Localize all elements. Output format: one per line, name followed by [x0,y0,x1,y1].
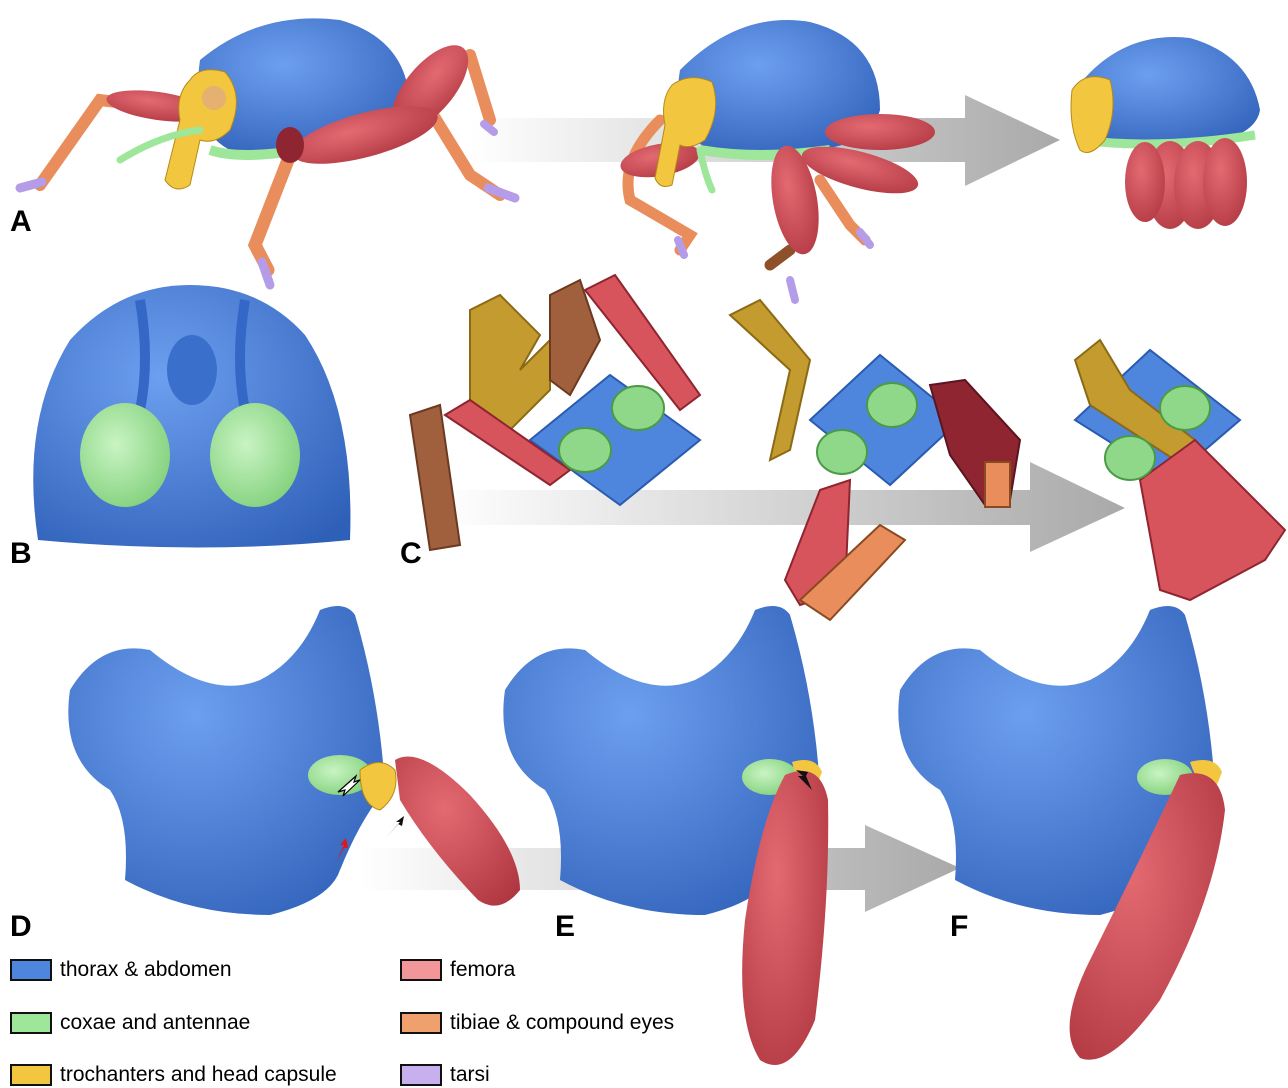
weevil-extended [20,18,515,285]
legend-swatch [10,959,52,981]
panel-label-b: B [10,537,32,571]
block-model-fully-folded [1075,340,1285,600]
legend-label: femora [450,958,515,982]
thorax-leg-extended [68,606,520,915]
legend-label: tarsi [450,1063,490,1087]
legend-label: coxae and antennae [60,1011,250,1035]
legend-item-tibiae-eyes: tibiae & compound eyes [400,1010,674,1036]
legend-item-coxae-antennae: coxae and antennae [10,1010,250,1036]
legend-item-thorax-abdomen: thorax & abdomen [10,957,232,983]
legend-swatch [400,1064,442,1086]
weevil-fully-folded [1071,37,1260,229]
legend-label: trochanters and head capsule [60,1063,337,1087]
panel-label-c: C [400,537,422,571]
legend-swatch [400,959,442,981]
legend-label: tibiae & compound eyes [450,1011,674,1035]
block-model-partially-folded [730,300,1020,620]
thorax-leg-folded [898,606,1225,1060]
panel-label-a: A [10,205,32,239]
legend-item-tarsi: tarsi [400,1062,490,1088]
panel-label-d: D [10,910,32,944]
legend-item-femora: femora [400,957,515,983]
legend-swatch [10,1064,52,1086]
legend-label: thorax & abdomen [60,958,232,982]
panel-label-f: F [950,910,968,944]
legend-item-trochanters-head: trochanters and head capsule [10,1062,337,1088]
thorax-leg-rotating [503,606,828,1065]
prothorax-view [33,285,350,548]
panel-label-e: E [555,910,575,944]
legend-swatch [400,1012,442,1034]
legend-swatch [10,1012,52,1034]
